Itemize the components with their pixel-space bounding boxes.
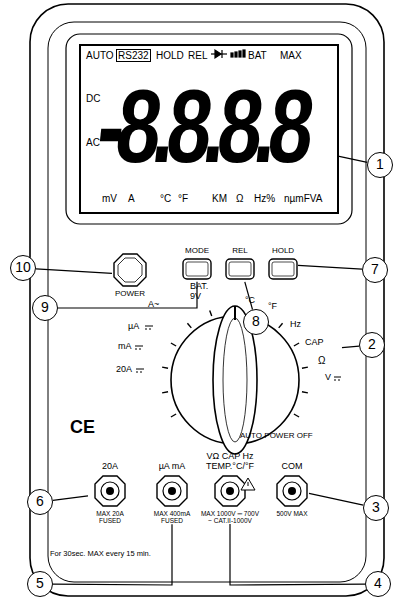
mode-key-group: MODE	[182, 247, 212, 282]
leader-line	[230, 524, 365, 585]
callout-number-text: 10	[15, 260, 31, 275]
callout-number: 10	[10, 255, 36, 281]
rotary-switch-label: BAT. 9V	[190, 282, 220, 302]
part-figure	[93, 474, 127, 508]
callout-number: 3	[363, 495, 389, 521]
lcd-display-label: Hz%	[254, 193, 275, 204]
callout-number: 9	[32, 295, 58, 321]
part-figure	[112, 252, 148, 288]
part-figure	[182, 258, 212, 280]
lcd-display-label: RS232	[116, 49, 151, 62]
callout-number-text: 5	[36, 576, 44, 591]
rotary-switch-label: Hz	[290, 320, 301, 330]
lcd-display-label: REL	[188, 50, 207, 61]
note-label: For 30sec. MAX every 15 min.	[50, 550, 168, 558]
jack-heading: COM	[282, 462, 303, 472]
input-jack-com: COM 500V MAX	[275, 462, 309, 517]
power-button	[112, 252, 148, 288]
callout-number-text: 7	[371, 262, 379, 277]
leader-line	[36, 269, 112, 274]
input-jack-20a: 20A MAX 20A FUSED	[88, 462, 132, 524]
callout-number-text: 8	[252, 314, 260, 329]
callout-number: 1	[367, 152, 393, 178]
leader-line	[342, 346, 359, 348]
leader-line	[309, 493, 363, 505]
lcd-display-label: °C	[160, 193, 171, 204]
leader-line	[338, 156, 367, 162]
part-figure	[155, 474, 189, 508]
push-key	[268, 258, 298, 280]
rotary-switch-label: CAP	[305, 338, 324, 348]
lcd-display-label: KM	[212, 193, 227, 204]
push-key	[182, 258, 212, 280]
jack-heading: VΩ CAP Hz TEMP.°C/°F	[199, 452, 261, 472]
lcd-display-label: MAX	[280, 50, 302, 61]
lcd-display-label: BAT	[248, 50, 267, 61]
key-label: HOLD	[272, 247, 294, 256]
lcd-display-label: Ω	[236, 193, 243, 204]
rotary-switch-label: °C	[245, 296, 255, 306]
leader-line	[53, 496, 88, 501]
input-jack	[93, 474, 127, 508]
input-jack	[275, 474, 309, 508]
input-jack	[155, 474, 189, 508]
rotary-switch-label: Ω	[318, 355, 325, 366]
key-label: MODE	[185, 247, 209, 256]
jack-rating: MAX 400mA FUSED	[148, 510, 196, 524]
rotary-switch-label: V	[325, 373, 331, 383]
callout-number: 2	[359, 332, 385, 358]
jack-heading: 20A	[102, 462, 118, 472]
input-jack-v: VΩ CAP Hz TEMP.°C/°F MAX 1000V ═ 700V ~ C…	[199, 452, 261, 524]
power-button-group: POWER	[112, 250, 148, 299]
leader-line	[298, 265, 362, 269]
part-figure	[225, 258, 255, 280]
callout-number: 7	[362, 257, 388, 283]
key-label: REL	[232, 247, 248, 256]
callout-number-text: 6	[36, 494, 44, 509]
key-label: POWER	[115, 290, 145, 299]
input-jack-ua-ma: µA mA MAX 400mA FUSED	[148, 462, 196, 524]
callout-number-text: 9	[41, 300, 49, 315]
lcd-display-label: °F	[178, 193, 188, 204]
lcd-display-label: A	[128, 193, 135, 204]
jack-rating: MAX 1000V ═ 700V ~ CAT.II-1000V	[199, 510, 261, 524]
rotary-switch-label: 20A	[116, 365, 132, 375]
jack-heading: µA mA	[159, 462, 186, 472]
push-key	[225, 258, 255, 280]
lcd-display-label: -8.8.8.8	[93, 75, 312, 179]
input-jack	[204, 474, 256, 508]
lcd-display-label: mV	[102, 193, 117, 204]
rel-key-group: REL	[225, 247, 255, 282]
rotary-switch-label: mA	[118, 342, 132, 352]
callout-number: 6	[27, 489, 53, 515]
lcd-display-label: HOLD	[156, 50, 184, 61]
rotary-switch-label: °F	[268, 302, 277, 312]
jack-rating: 500V MAX	[276, 510, 307, 517]
part-figure	[268, 258, 298, 280]
part-figure	[204, 474, 256, 508]
rotary-switch: A~ µA mA 20A BAT. 9V °C °F HzCAP ΩV	[112, 278, 342, 438]
rotary-switch-label: µA	[128, 322, 139, 332]
ce-mark: CE	[70, 418, 95, 438]
callout-number-text: 4	[374, 576, 382, 591]
callout-number: 4	[365, 571, 391, 597]
lcd-display-label: nµmFVA	[284, 193, 322, 204]
hold-key-group: HOLD	[268, 247, 298, 282]
jack-rating: MAX 20A FUSED	[88, 510, 132, 524]
lcd-display: AUTORS232HOLDRELBATMAXDCAC-8.8.8.8mVA°C°…	[80, 45, 338, 213]
callout-number: 8	[243, 309, 269, 335]
callout-number-text: 1	[376, 157, 384, 172]
note-label: AUTO POWER OFF	[240, 432, 313, 441]
rotary-switch-label: A~	[148, 300, 159, 310]
callout-number-text: 3	[372, 500, 380, 515]
lcd-display-label: DC	[86, 93, 100, 104]
callout-number: 5	[27, 571, 53, 597]
callout-number-text: 2	[368, 337, 376, 352]
lcd-display-label: AUTO	[86, 50, 114, 61]
part-figure	[275, 474, 309, 508]
